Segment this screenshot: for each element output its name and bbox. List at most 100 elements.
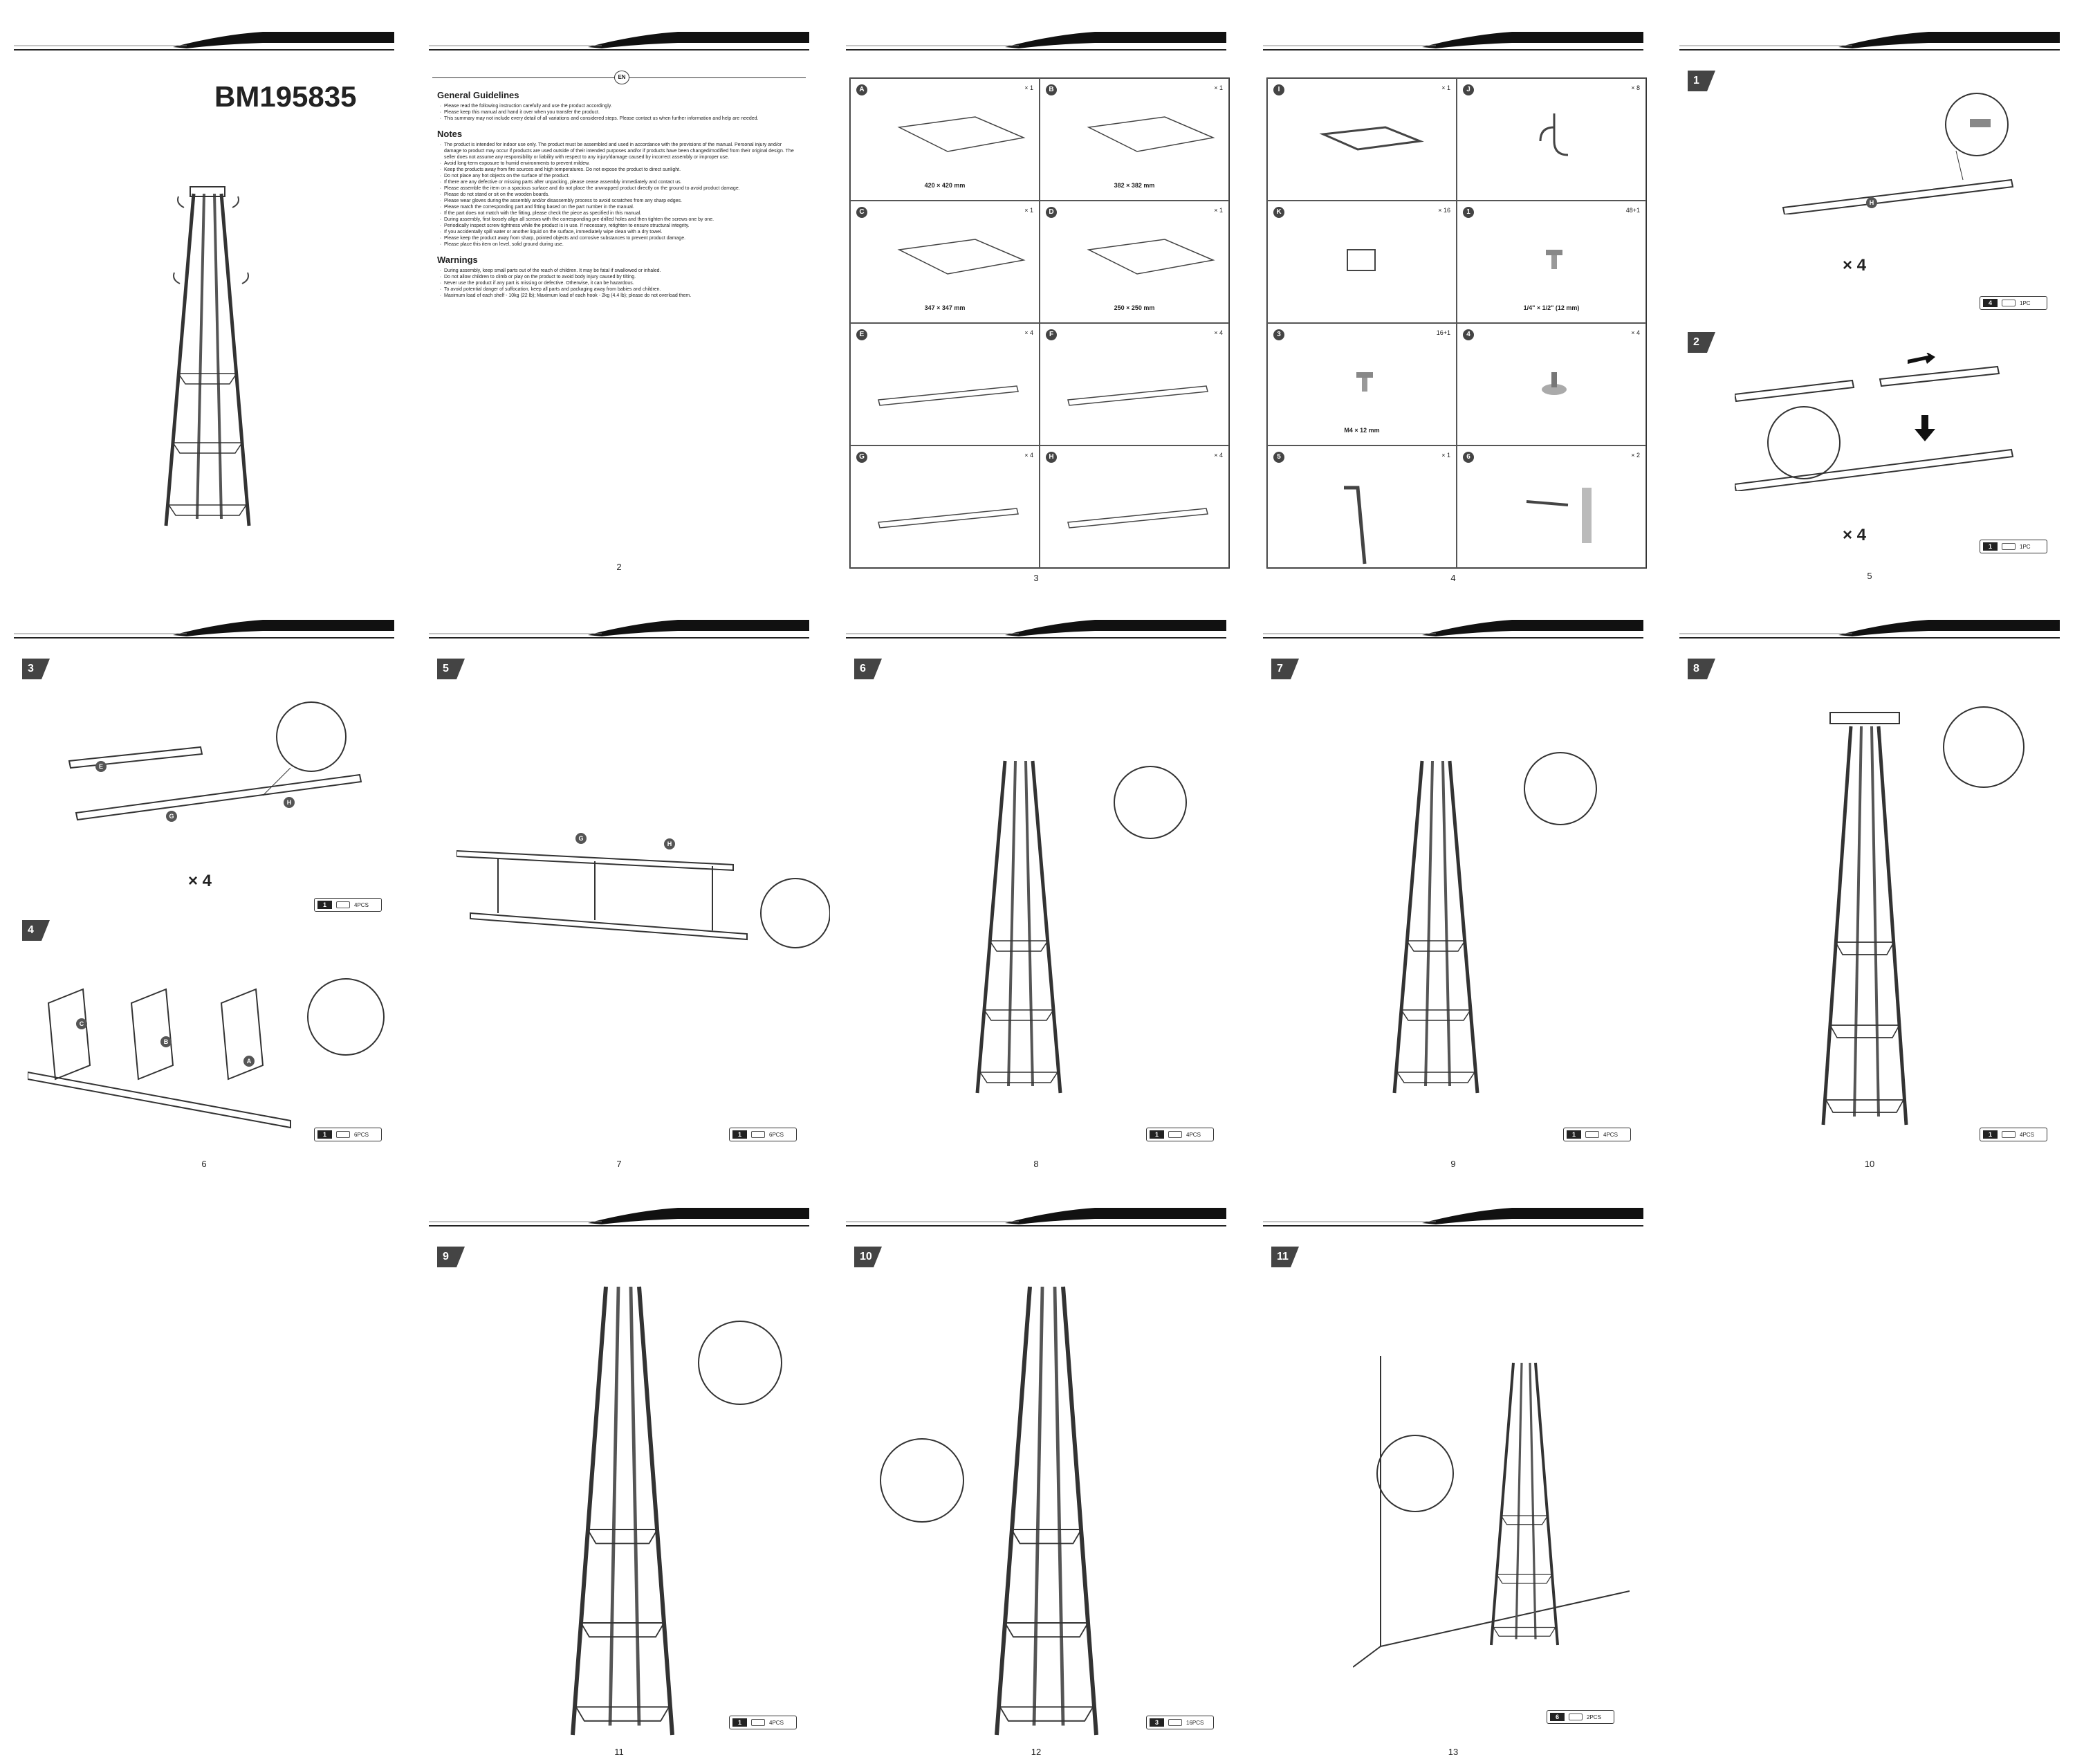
screw-icon bbox=[1168, 1131, 1183, 1138]
screw-icon bbox=[751, 1131, 766, 1138]
guideline-item: If there are any defective or missing pa… bbox=[444, 179, 797, 185]
part-id: K bbox=[1273, 207, 1284, 218]
hardware-box: 1 4PCS bbox=[314, 898, 382, 912]
quantity-multiplier: × 4 bbox=[1843, 526, 1867, 544]
guideline-item: During assembly, first loosely align all… bbox=[444, 217, 797, 223]
screw-icon bbox=[1585, 1131, 1600, 1138]
part-id: E bbox=[856, 329, 867, 340]
hardware-number: 4 bbox=[1983, 299, 1998, 307]
part-id: G bbox=[856, 452, 867, 463]
part-illustration bbox=[1347, 249, 1376, 271]
hardware-number: 1 bbox=[317, 1130, 333, 1139]
step-8-detail bbox=[1943, 706, 2025, 788]
part-label-g: G bbox=[575, 833, 587, 844]
part-quantity: × 8 bbox=[1631, 84, 1640, 91]
part-label-c: C bbox=[76, 1018, 87, 1029]
part-illustration bbox=[1067, 508, 1208, 529]
page-number: 3 bbox=[1033, 573, 1039, 583]
part-illustration bbox=[1539, 113, 1569, 156]
guideline-item: Please read the following instruction ca… bbox=[444, 103, 797, 109]
step-9-detail bbox=[698, 1321, 782, 1405]
hardware-box: 1 1PC bbox=[1980, 540, 2047, 553]
guideline-item: Please wear gloves during the assembly a… bbox=[444, 198, 797, 204]
part-quantity: × 1 bbox=[1024, 84, 1033, 91]
guideline-item: The product is intended for indoor use o… bbox=[444, 142, 797, 160]
part-illustration bbox=[1546, 250, 1562, 269]
part-illustration bbox=[1087, 116, 1215, 152]
step-2-diagram bbox=[1735, 353, 2014, 491]
part-quantity: × 4 bbox=[1024, 329, 1033, 336]
step-1-diagram bbox=[1782, 93, 2014, 214]
guideline-item: If the part does not match with the fitt… bbox=[444, 210, 797, 217]
part-illustration bbox=[1067, 385, 1208, 406]
part-quantity: 16+1 bbox=[1436, 329, 1450, 336]
hardware-quantity: 4PCS bbox=[1186, 1131, 1201, 1138]
part-cell-h: H× 4 bbox=[1040, 445, 1229, 568]
step-4-diagram bbox=[28, 978, 385, 1129]
hardware-quantity: 1PC bbox=[2020, 543, 2031, 550]
hardware-number: 6 bbox=[1550, 1713, 1565, 1721]
screw-icon bbox=[336, 1131, 351, 1138]
screw-icon bbox=[2002, 300, 2016, 306]
part-label-h: H bbox=[284, 797, 295, 808]
part-quantity: × 4 bbox=[1214, 329, 1223, 336]
step-10-badge: 10 bbox=[854, 1247, 882, 1267]
step-10-detail bbox=[880, 1438, 964, 1523]
page-number: 4 bbox=[1450, 573, 1456, 583]
screw-icon bbox=[2002, 1131, 2016, 1138]
guidelines-text: General Guidelines Please read the follo… bbox=[437, 83, 797, 299]
hardware-number: 1 bbox=[1983, 542, 1998, 551]
page-steps-3-4: 3 E G H × 4 1 4PCS 4 C B A 1 6PCS 6 bbox=[14, 616, 394, 1176]
step-9-badge: 9 bbox=[437, 1247, 465, 1267]
general-guidelines-list: Please read the following instruction ca… bbox=[437, 103, 797, 122]
step-1-badge: 1 bbox=[1688, 71, 1715, 91]
hardware-box: 6 2PCS bbox=[1547, 1710, 1614, 1724]
header-stripe bbox=[1679, 619, 2060, 638]
notes-title: Notes bbox=[437, 129, 463, 139]
page-step-9: 9 1 4PCS 11 bbox=[429, 1204, 809, 1764]
header-stripe bbox=[1679, 31, 2060, 50]
part-cell-e: E × 4 bbox=[850, 323, 1040, 445]
guideline-item: To avoid potential danger of suffocation… bbox=[444, 286, 797, 293]
general-guidelines-title: General Guidelines bbox=[437, 90, 519, 100]
part-illustration bbox=[878, 508, 1019, 529]
header-stripe bbox=[429, 31, 809, 50]
part-quantity: × 4 bbox=[1024, 452, 1033, 459]
screw-icon bbox=[1569, 1714, 1583, 1720]
guideline-item: Keep the products away from fire sources… bbox=[444, 167, 797, 173]
page-number: 10 bbox=[1864, 1159, 1875, 1169]
warnings-title: Warnings bbox=[437, 255, 478, 265]
header-stripe bbox=[846, 1207, 1226, 1226]
header-stripe bbox=[1263, 1207, 1643, 1226]
part-cell-k: K × 16 bbox=[1267, 201, 1457, 323]
hardware-quantity: 4PCS bbox=[354, 901, 369, 908]
part-quantity: × 2 bbox=[1631, 452, 1640, 459]
part-quantity: × 4 bbox=[1214, 452, 1223, 459]
step-5-diagram bbox=[456, 849, 830, 948]
page-step-8: 8 1 4PCS 10 bbox=[1679, 616, 2060, 1176]
screw-icon bbox=[1168, 1719, 1183, 1726]
guideline-item: Periodically inspect screw tightness whi… bbox=[444, 223, 797, 229]
part-quantity: 48+1 bbox=[1625, 207, 1640, 214]
part-illustration bbox=[897, 116, 1026, 152]
step-5-badge: 5 bbox=[437, 659, 465, 679]
part-label-a: A bbox=[243, 1056, 255, 1067]
part-quantity: × 16 bbox=[1438, 207, 1450, 214]
step-2-badge: 2 bbox=[1688, 332, 1715, 353]
part-id: A bbox=[856, 84, 867, 95]
step-4-badge: 4 bbox=[22, 920, 50, 941]
step-7-tower-diagram bbox=[1381, 754, 1519, 1100]
hardware-quantity: 6PCS bbox=[769, 1131, 784, 1138]
part-dimension: M4 × 12 mm bbox=[1344, 427, 1380, 434]
hardware-number: 1 bbox=[317, 901, 333, 909]
hardware-number: 1 bbox=[1567, 1130, 1582, 1139]
step-6-badge: 6 bbox=[854, 659, 882, 679]
page-guidelines: EN General Guidelines Please read the fo… bbox=[429, 28, 809, 588]
model-number: BM195835 bbox=[214, 80, 357, 113]
guideline-item: Please match the corresponding part and … bbox=[444, 204, 797, 210]
page-number: 8 bbox=[1033, 1159, 1039, 1169]
hardware-box: 4 1PC bbox=[1980, 296, 2047, 310]
step-3-diagram bbox=[68, 701, 362, 821]
guideline-item: Please place this item on level, solid g… bbox=[444, 241, 797, 248]
